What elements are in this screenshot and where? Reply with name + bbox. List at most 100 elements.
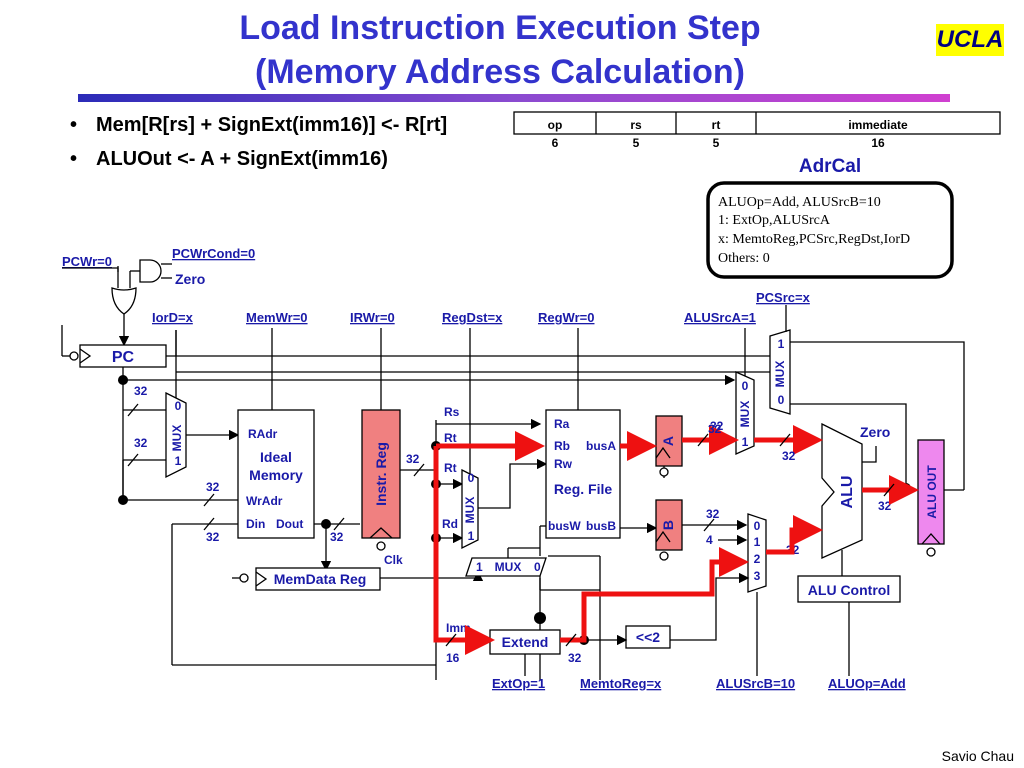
svg-text:1: 1 [778, 337, 785, 351]
title-line-2: (Memory Address Calculation) [255, 53, 745, 91]
format-field-rt: rt [712, 118, 721, 132]
rt-label-2: Rt [444, 461, 457, 475]
format-frame [513, 111, 1001, 135]
bullet-list: •Mem[R[rs] + SignExt(imm16)] <- R[rt] •A… [70, 108, 447, 176]
iord-mux-label: MUX [170, 425, 184, 452]
regfile-busw: busW [548, 519, 581, 533]
pcwrcond-signal: PCWrCond=0 [172, 246, 255, 261]
irwr-signal: IRWr=0 [350, 310, 395, 325]
width-aluout-fb: 32 [134, 436, 148, 450]
rd-label: Rd [442, 517, 458, 531]
shift-label: <<2 [636, 629, 660, 645]
regwr-signal: RegWr=0 [538, 310, 594, 325]
pcsrc-mux [769, 329, 791, 415]
ucla-logo: UCLA [936, 24, 1004, 56]
zero-flag-label: Zero [860, 424, 890, 440]
state-line-4: Others: 0 [718, 251, 770, 266]
regfile-rw: Rw [554, 457, 573, 471]
pcsrc-signal: PCSrc=x [756, 290, 811, 305]
regdst-signal: RegDst=x [442, 310, 503, 325]
a-register-label: A [660, 436, 676, 446]
svg-text:1: 1 [742, 435, 749, 449]
state-line-2: 1: ExtOp,ALUSrcA [718, 213, 831, 228]
width-busb: 32 [706, 507, 720, 521]
svg-text:0: 0 [742, 379, 749, 393]
svg-text:2: 2 [754, 552, 761, 566]
rs-label: Rs [444, 405, 460, 419]
memory-radr: RAdr [248, 427, 278, 441]
pc-label: PC [112, 349, 135, 366]
format-bits-immediate: 16 [871, 136, 885, 150]
memdata-label: MemData Reg [274, 571, 367, 587]
width-alusrca-out: 32 [782, 449, 796, 463]
bullet-text-2: ALUOut <- A + SignExt(imm16) [96, 148, 388, 170]
memory-title-1: Ideal [260, 449, 292, 465]
sign-extend [489, 629, 561, 655]
alusrca-mux-label: MUX [738, 401, 752, 428]
svg-text:0: 0 [468, 471, 475, 485]
or-gate [111, 287, 137, 315]
title-line-1: Load Instruction Execution Step [239, 9, 761, 47]
pcwr-signal: PCWr=0 [62, 254, 112, 269]
width-ir-out: 32 [406, 452, 420, 466]
state-line-3: x: MemtoReg,PCSrc,RegDst,IorD [718, 232, 910, 247]
regfile-busa: busA [586, 439, 616, 453]
author-credit: Savio Chau [941, 748, 1014, 764]
iord-signal: IorD=x [152, 310, 194, 325]
format-bits-op: 6 [552, 136, 559, 150]
width-wradr: 32 [206, 480, 220, 494]
bullet-item: •Mem[R[rs] + SignExt(imm16)] <- R[rt] [70, 114, 448, 136]
title-divider [78, 94, 950, 102]
alusrca-signal: ALUSrcA=1 [684, 310, 756, 325]
memdata-register [255, 567, 381, 591]
width-a-out: 32 [708, 422, 722, 436]
regfile-ra: Ra [554, 417, 570, 431]
alu-out-label: ALU OUT [925, 465, 939, 519]
svg-text:1: 1 [468, 529, 475, 543]
alu-out-register [917, 439, 945, 545]
register-file [545, 409, 621, 539]
svg-text:0: 0 [754, 519, 761, 533]
memory-dout: Dout [276, 517, 303, 531]
svg-text:1: 1 [476, 560, 483, 574]
imm-label: Imm [446, 621, 471, 635]
state-box [706, 181, 954, 279]
extend-label: Extend [502, 634, 549, 650]
memtoreg-mux [465, 557, 547, 577]
regfile-busb: busB [586, 519, 616, 533]
regfile-rb: Rb [554, 439, 570, 453]
svg-text:0: 0 [175, 399, 182, 413]
width-din: 32 [206, 530, 220, 544]
memory-wradr: WrAdr [246, 494, 283, 508]
memtoreg-signal: MemtoReg=x [580, 676, 662, 691]
b-register-label: B [660, 520, 676, 530]
and-gate [139, 259, 162, 283]
format-field-immediate: immediate [848, 118, 908, 132]
zero-input-label: Zero [175, 271, 205, 287]
alusrcb-signal: ALUSrcB=10 [716, 676, 795, 691]
memory-din: Din [246, 517, 265, 531]
svg-text:1: 1 [175, 454, 182, 468]
format-field-rs: rs [630, 118, 642, 132]
width-pc-out: 32 [134, 384, 148, 398]
instruction-register [361, 409, 401, 539]
format-field-op: op [548, 118, 563, 132]
instruction-format: op rs rt immediate 6 5 5 16 [513, 111, 1001, 150]
svg-text:0: 0 [534, 560, 541, 574]
memtoreg-mux-label: MUX [495, 560, 522, 574]
pcsrc-mux-label: MUX [773, 361, 787, 388]
regdst-mux-label: MUX [463, 497, 477, 524]
state-line-1: ALUOp=Add, ALUSrcB=10 [718, 195, 881, 210]
alu-control-label: ALU Control [808, 582, 890, 598]
bullet-item: •ALUOut <- A + SignExt(imm16) [70, 148, 388, 170]
ideal-memory [237, 409, 315, 539]
active-datapath [433, 425, 919, 655]
svg-text:1: 1 [754, 535, 761, 549]
slide-title: Load Instruction Execution Step (Memory … [150, 6, 850, 94]
extop-signal: ExtOp=1 [492, 676, 545, 691]
width-extend-out: 32 [568, 651, 582, 665]
aluop-signal: ALUOp=Add [828, 676, 906, 691]
svg-text:0: 0 [778, 393, 785, 407]
iord-mux [165, 391, 187, 479]
